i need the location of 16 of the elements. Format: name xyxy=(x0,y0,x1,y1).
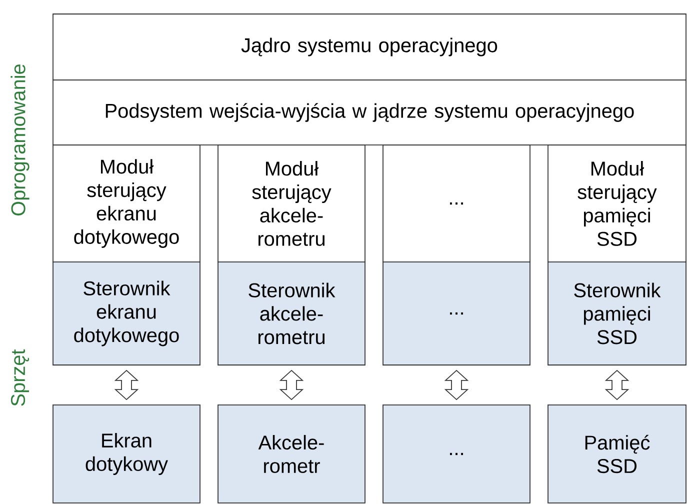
controller-box: Sterownik akcele- rometru xyxy=(218,262,366,366)
double-arrow xyxy=(604,370,630,400)
device-box: Ekran dotykowy xyxy=(52,404,200,504)
layer-box: Podsystem wejścia-wyjścia w jądrze systemu operacyjnego xyxy=(52,80,686,146)
controller-box: Sterownik pamięci SSD xyxy=(548,262,686,366)
device-box: Akcele- rometr xyxy=(218,404,366,504)
kernel-box: Jądro systemu operacyjnego xyxy=(52,14,686,80)
double-arrow xyxy=(279,370,304,400)
controller-box: ... xyxy=(382,262,530,366)
device-box: Pamięć SSD xyxy=(548,404,686,504)
controller-box: Sterownik ekranu dotykowego xyxy=(52,262,200,366)
double-arrow xyxy=(444,370,469,400)
device-box: ... xyxy=(382,404,530,504)
side-label: Sprzęt xyxy=(10,349,30,406)
double-arrow xyxy=(114,370,139,400)
side-label: Oprogramowanie xyxy=(10,64,30,216)
